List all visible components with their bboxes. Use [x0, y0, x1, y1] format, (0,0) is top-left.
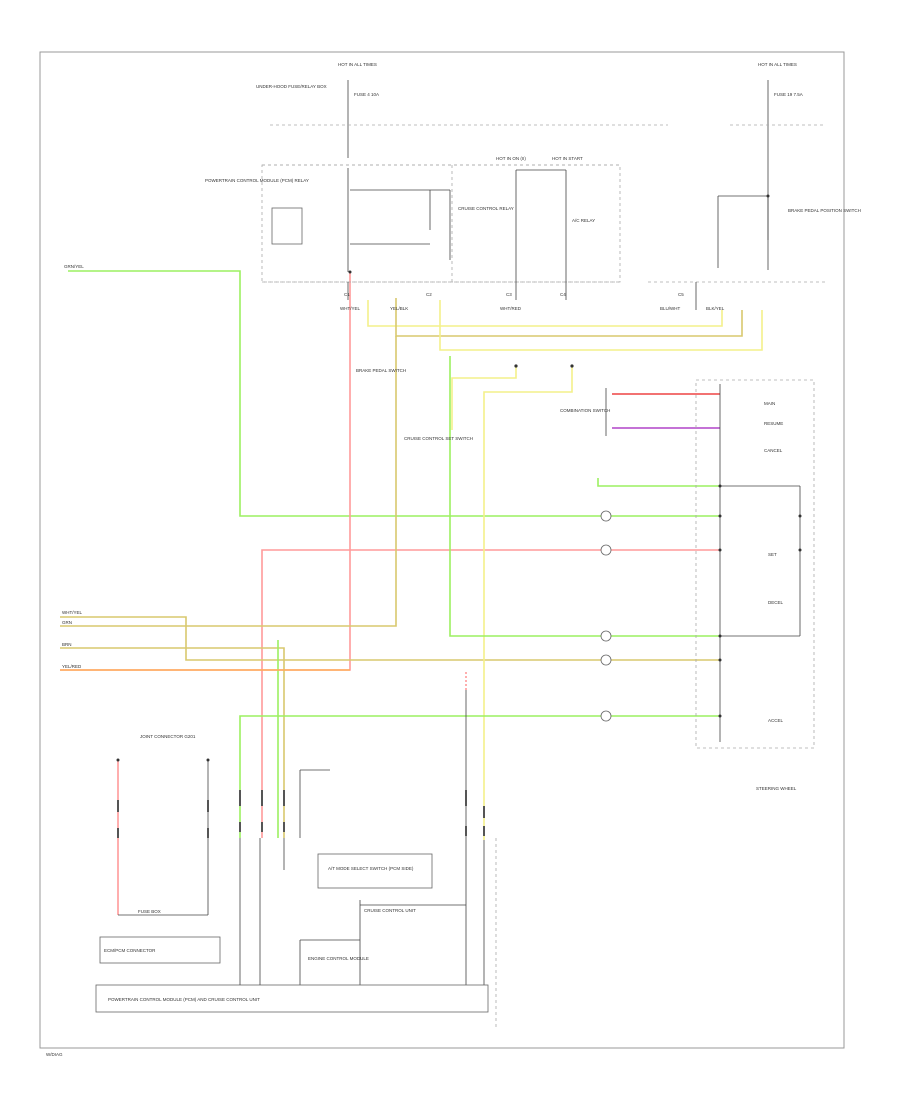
connector-label-2: C3 [506, 292, 512, 297]
steering-switch-label-3: SET [768, 552, 777, 557]
left-wire-label-0: WHT/YEL [62, 610, 82, 615]
labels: HOT IN ALL TIMES FUSE 4 10A HOT IN ALL T… [46, 62, 861, 1057]
wire-pink-main [60, 272, 351, 671]
diagram-frame [39, 51, 845, 1049]
joint-connector-label: JOINT CONNECTOR G201 [140, 734, 196, 739]
wire-green-mid [449, 356, 720, 637]
wire-label-1: WHT/YEL [340, 306, 360, 311]
wire-tan-a [395, 298, 743, 337]
fuse-top-right-fuse: FUSE 19 7.5A [774, 92, 803, 97]
connector-label-0: C1 [344, 292, 350, 297]
wire-yellow-a [367, 300, 723, 327]
wire-pink-mid [261, 549, 720, 838]
steering-switch-label-1: RESUME [764, 421, 783, 426]
connector-label-1: C2 [426, 292, 432, 297]
left-wire-label-1: GRN [62, 620, 72, 625]
wire-label-0: GRN/YEL [64, 264, 84, 269]
wire-tan-c [60, 616, 720, 661]
connector-label-4: C5 [678, 292, 684, 297]
wire-yellow-d [451, 366, 517, 430]
hot-label-1: HOT IN START [552, 156, 583, 161]
ecm-label: ECM/PCM CONNECTOR [104, 948, 156, 953]
wire-yellow-b [439, 300, 763, 351]
fuse-box-label: FUSE BOX [138, 909, 161, 914]
right-note: STEERING WHEEL [756, 786, 797, 791]
wire-green-d [597, 478, 720, 487]
engine-module-label: ENGINE CONTROL MODULE [308, 956, 369, 961]
left-wire-label-3: YEL/RED [62, 664, 82, 669]
wire-green-top [68, 270, 720, 517]
wire-label-2: YEL/BLK [390, 306, 408, 311]
steering-switch-label-2: CANCEL [764, 448, 783, 453]
fuse-top-left-fuse: FUSE 4 10A [354, 92, 379, 97]
mid-label-1: CRUISE CONTROL SET SWITCH [404, 436, 473, 441]
pcm-note: A/T MODE SELECT SWITCH (PCM SIDE) [328, 866, 414, 871]
relay-box-label: POWERTRAIN CONTROL MODULE (PCM) RELAY [205, 178, 309, 183]
relay-label-1: A/C RELAY [572, 218, 595, 223]
wire-label-3: WHT/RED [500, 306, 522, 311]
relay-label-0: CRUISE CONTROL RELAY [458, 206, 514, 211]
left-wire-label-2: BRN [62, 642, 72, 647]
steering-switch-label-4: DECEL [768, 600, 784, 605]
structural-lines [95, 80, 825, 1030]
steering-switch-label-5: ACCEL [768, 718, 784, 723]
wire-tan-b [60, 336, 397, 627]
hot-label-0: HOT IN ON (II) [496, 156, 526, 161]
mid-label-2: COMBINATION SWITCH [560, 408, 610, 413]
steering-switch-label-0: MAIN [764, 401, 775, 406]
inline-connectors [600, 510, 612, 722]
wire-label-4: BLU/WHT [660, 306, 681, 311]
fuse-top-right-header: HOT IN ALL TIMES [758, 62, 797, 67]
wire-green-c [239, 715, 720, 838]
connector-stubs [117, 790, 485, 838]
wire-label-5: BLK/YEL [706, 306, 725, 311]
mid-label-0: BRAKE PEDAL SWITCH [356, 368, 406, 373]
wire-yellow-c [483, 366, 573, 840]
wire-tan-d [60, 647, 285, 838]
right-relay-label: BRAKE PEDAL POSITION SWITCH [788, 208, 861, 213]
junction-dots [116, 194, 802, 762]
connector-label-3: C4 [560, 292, 566, 297]
under-hood-box-label: UNDER-HOOD FUSE/RELAY BOX [256, 84, 327, 89]
footer-label: W/DIAG [46, 1052, 63, 1057]
bottom-bar-label: POWERTRAIN CONTROL MODULE (PCM) AND CRUI… [108, 997, 260, 1002]
fuse-top-left-header: HOT IN ALL TIMES [338, 62, 377, 67]
wires [60, 270, 763, 915]
cruise-unit-label: CRUISE CONTROL UNIT [364, 908, 416, 913]
